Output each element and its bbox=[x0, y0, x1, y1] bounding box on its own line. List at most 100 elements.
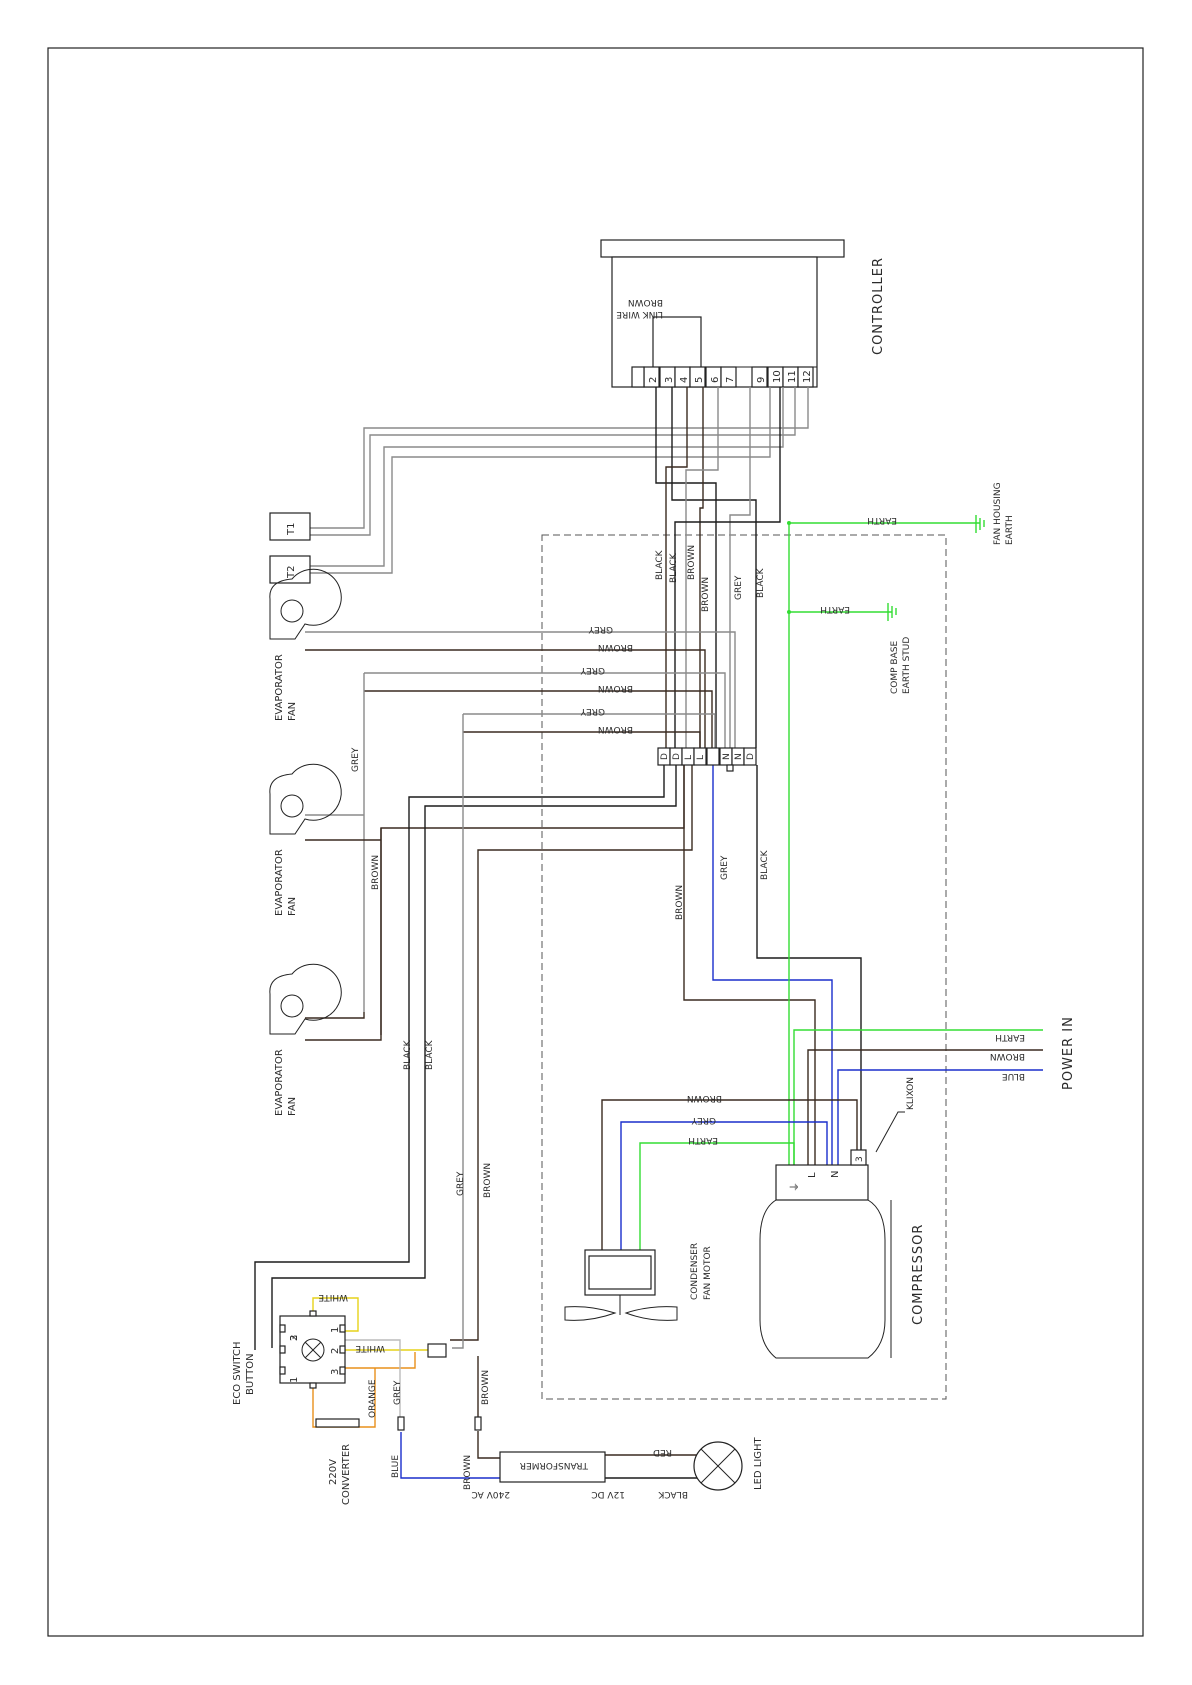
eco-pin-left bbox=[279, 1345, 286, 1354]
evaporator-fan-label: EVAPORATOR bbox=[274, 849, 285, 916]
terminal-block-gap bbox=[706, 747, 720, 766]
wires bbox=[254, 387, 1043, 1479]
terminal-block-label: N bbox=[734, 753, 744, 760]
controller-pin-number: 3 bbox=[664, 377, 675, 383]
wire-label-black: BLACK bbox=[756, 567, 766, 598]
klixon-terminal: 3 bbox=[855, 1156, 865, 1162]
klixon-label: KLIXON bbox=[906, 1077, 916, 1110]
led-light-label: LED LIGHT bbox=[753, 1436, 764, 1490]
evaporator-fan-sublabel: FAN bbox=[287, 1097, 298, 1116]
terminal-block-label: D bbox=[672, 753, 682, 760]
link-wire-color-label: BROWN bbox=[628, 297, 663, 307]
terminal-block-earth bbox=[726, 764, 734, 772]
12v-label: 12V DC bbox=[591, 1489, 625, 1499]
power-in-label: POWER IN bbox=[1061, 1016, 1076, 1090]
wire-label-white: WHITE bbox=[355, 1343, 385, 1353]
controller bbox=[600, 239, 845, 388]
controller-label: CONTROLLER bbox=[871, 257, 886, 355]
controller-pin-number: 9 bbox=[756, 377, 767, 383]
wire-label-brown: BROWN bbox=[675, 885, 685, 920]
condenser-fan-motor bbox=[564, 1249, 678, 1321]
wire-label-black: BLACK bbox=[669, 552, 679, 583]
wire-label-brown: BROWN bbox=[483, 1163, 493, 1198]
wire-label-black: BLACK bbox=[425, 1039, 435, 1070]
connector-main bbox=[427, 1343, 447, 1358]
controller-pin-number: 5 bbox=[694, 377, 705, 383]
wire-label-brown: BROWN bbox=[598, 683, 633, 693]
wire-label-grey: GREY bbox=[588, 624, 613, 634]
fan-housing-earth-symbol bbox=[975, 515, 985, 533]
eco-pin-left bbox=[279, 1324, 286, 1333]
compressor-terminal-l: L bbox=[807, 1172, 818, 1178]
wire-label-orange: ORANGE bbox=[368, 1379, 378, 1418]
controller-pin bbox=[751, 366, 768, 388]
eco-pin-right-number: 1 bbox=[330, 1327, 341, 1333]
wire-label-brown: BROWN bbox=[371, 855, 381, 890]
eco-pin-right bbox=[339, 1366, 346, 1375]
wire-label-grey: GREY bbox=[720, 855, 730, 880]
t1-label: T1 bbox=[286, 523, 297, 536]
sheet-border bbox=[47, 47, 1144, 1637]
wire-label-grey: GREY bbox=[456, 1171, 466, 1196]
converter bbox=[315, 1418, 360, 1428]
converter-label-2: CONVERTER bbox=[341, 1444, 352, 1505]
eco-pin-right bbox=[339, 1345, 346, 1354]
wire-label-red: RED bbox=[653, 1447, 672, 1457]
wire-label-blue: BLUE bbox=[391, 1455, 401, 1478]
controller-pin-blank bbox=[631, 366, 645, 388]
wire-label-grey: GREY bbox=[691, 1115, 716, 1125]
wire-label-white: WHITE bbox=[318, 1292, 348, 1302]
comp-base-label-2: EARTH STUD bbox=[902, 637, 912, 694]
controller-pin-number: 12 bbox=[802, 370, 813, 383]
wire-label-brown: BROWN bbox=[701, 577, 711, 612]
evaporator-fan-label: EVAPORATOR bbox=[274, 654, 285, 721]
sensor-t1: T1 bbox=[269, 512, 311, 541]
wire-label-brown: BROWN bbox=[481, 1370, 491, 1405]
evaporator-fan-sublabel: FAN bbox=[287, 702, 298, 721]
controller-pin-number: 4 bbox=[679, 377, 690, 383]
evaporator-fan bbox=[269, 568, 342, 640]
led-light bbox=[693, 1441, 743, 1491]
condenser-label: CONDENSER bbox=[690, 1243, 700, 1300]
eco-pin-left-number: 3 bbox=[289, 1335, 300, 1341]
wire-label-brown: BROWN bbox=[687, 545, 697, 580]
wire-label-grey: GREY bbox=[734, 575, 744, 600]
evaporator-fan bbox=[269, 763, 342, 835]
wire-label-grey: GREY bbox=[580, 706, 605, 716]
evaporator-fan-sublabel: FAN bbox=[287, 897, 298, 916]
wire-label-black: BLACK bbox=[403, 1039, 413, 1070]
comp-base-label: COMP BASE bbox=[890, 641, 900, 694]
eco-pin-left-number: 2 bbox=[289, 1335, 300, 1341]
wire-label-brown: BROWN bbox=[463, 1455, 473, 1490]
240v-label: 240V AC bbox=[472, 1489, 510, 1499]
evaporator-fan-label: EVAPORATOR bbox=[274, 1049, 285, 1116]
wire-label-grey: GREY bbox=[580, 665, 605, 675]
transformer-label: TRANSFORMER bbox=[520, 1460, 589, 1470]
wire-label-brown: BROWN bbox=[598, 724, 633, 734]
wire-label-earth: EARTH bbox=[688, 1135, 718, 1145]
controller-pin-number: 6 bbox=[710, 377, 721, 383]
wire-label-grey: GREY bbox=[351, 747, 361, 772]
controller-pin-number: 11 bbox=[787, 370, 798, 383]
wire-label-grey: GREY bbox=[393, 1380, 403, 1405]
compressor-earth-symbol: ⏚ bbox=[789, 1182, 801, 1192]
t2-label: T2 bbox=[286, 566, 297, 579]
eco-pin-right-number: 3 bbox=[330, 1369, 341, 1375]
wire-label-black: BLACK bbox=[760, 849, 770, 880]
link-wire-label: LINK WIRE bbox=[616, 309, 663, 319]
condenser-label-2: FAN MOTOR bbox=[703, 1246, 713, 1300]
eco-pin-left bbox=[279, 1366, 286, 1375]
wire-label-earth: EARTH bbox=[820, 604, 850, 614]
wire-label-brown: BROWN bbox=[687, 1093, 722, 1103]
eco-pin-right-number: 2 bbox=[330, 1348, 341, 1354]
terminal-block-label: L bbox=[696, 755, 706, 760]
wire-label-blue: BLUE bbox=[1002, 1071, 1025, 1081]
compressor: L N ⏚ 3 bbox=[759, 1111, 905, 1359]
terminal-block-label: L bbox=[684, 755, 694, 760]
fan-housing-earth-label-2: EARTH bbox=[1005, 515, 1015, 545]
eco-switch-label: ECO SWITCH bbox=[232, 1341, 243, 1405]
terminal-block-cell bbox=[693, 747, 707, 766]
wire-label-earth: EARTH bbox=[867, 515, 897, 525]
